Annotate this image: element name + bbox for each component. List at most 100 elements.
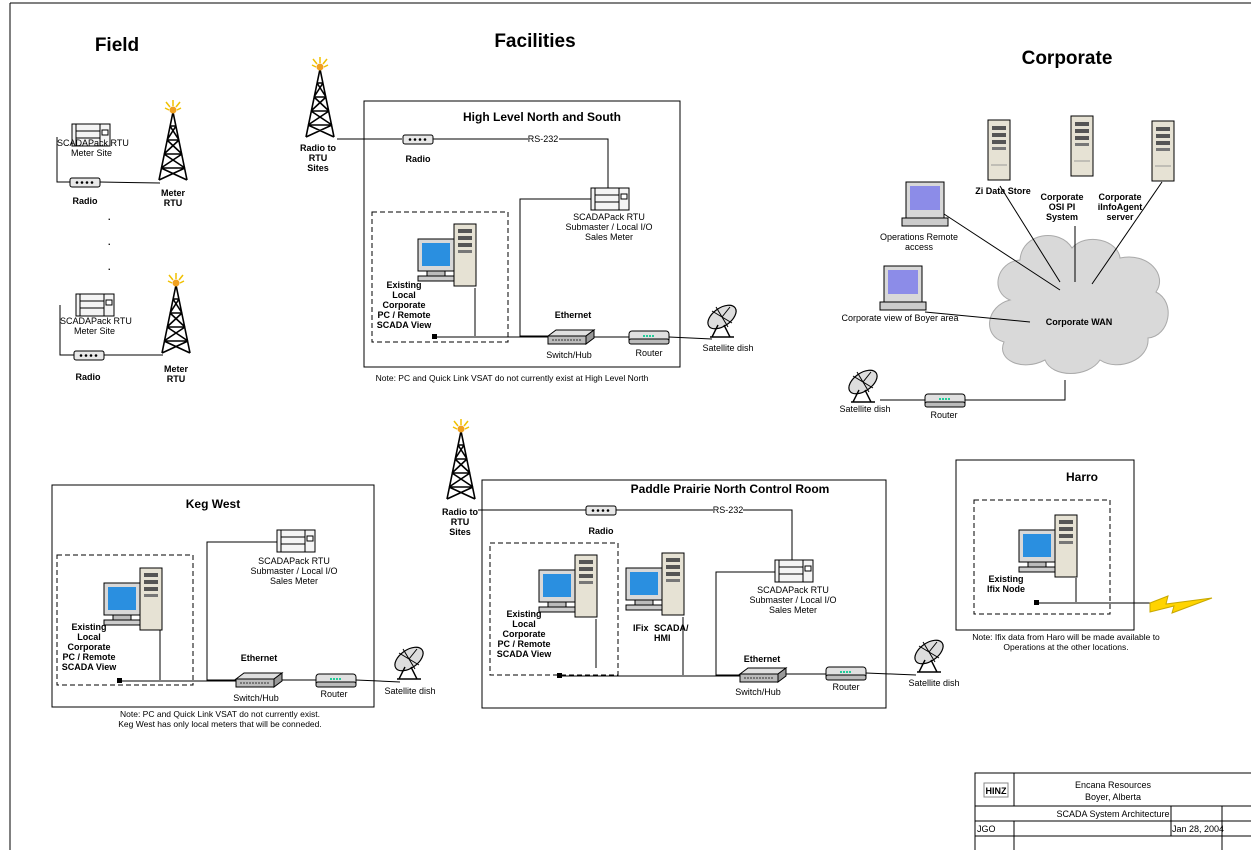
harro-title: Harro — [1066, 470, 1098, 484]
osi-label-3: System — [1046, 212, 1078, 222]
harro-frame — [955, 459, 1135, 631]
hl-note: Note: PC and Quick Link VSAT do not curr… — [376, 373, 649, 383]
field-site-2: SCADAPack RTU Meter Site Radio Meter RTU — [59, 272, 191, 384]
zi-store-label: Zi Data Store — [975, 186, 1031, 196]
field-rtu-1-site: Meter Site — [71, 148, 112, 158]
pp-dish-label: Satellite dish — [908, 678, 959, 688]
section-header-facilities: Facilities — [494, 31, 575, 52]
osi-label-1: Corporate — [1040, 192, 1083, 202]
osi-label-2: OSI PI — [1049, 202, 1076, 212]
kw-pc-label-5: SCADA View — [62, 662, 118, 672]
kw-pc-dashed-box — [56, 554, 194, 686]
field-ellipsis-3: . — [108, 262, 111, 272]
field-rtu-2-label: SCADAPack RTU — [60, 316, 132, 326]
corp-router-icon — [924, 393, 966, 408]
hl-radio-icon — [402, 134, 434, 145]
pp-pc-label-4: PC / Remote — [497, 639, 550, 649]
field-meter-2-label: Meter — [164, 364, 189, 374]
corp-router-wan — [965, 380, 1066, 401]
infoagent-label-2: iInfoAgent — [1098, 202, 1143, 212]
pp-router-label: Router — [832, 682, 859, 692]
field-radio-2-icon — [73, 350, 105, 361]
wan-links — [924, 181, 1163, 323]
corp-dish-label: Satellite dish — [839, 404, 890, 414]
wan-cloud-shape — [989, 235, 1169, 374]
pp-pc-label-3: Corporate — [502, 629, 545, 639]
pp-ifix-label-2: SCADA/ — [654, 623, 689, 633]
kw-rtu-icon — [276, 529, 316, 553]
tb-location: Boyer, Alberta — [1085, 792, 1141, 802]
hl-pc-label-3: Corporate — [382, 300, 425, 310]
field-rtu-1-label: SCADAPack RTU — [57, 138, 129, 148]
kw-pc-label-2: Local — [77, 632, 101, 642]
paddle-frame — [481, 479, 887, 709]
pp-ethernet-label: Ethernet — [744, 654, 781, 664]
hl-switch-label: Switch/Hub — [546, 350, 592, 360]
hl-rs232-line — [433, 138, 609, 190]
boyer-view-label: Corporate view of Boyer area — [841, 313, 958, 323]
hl-switch-icon — [547, 329, 595, 345]
harro-pc-icon — [1018, 514, 1078, 578]
field-meter-1-label: Meter — [161, 188, 186, 198]
hl-radio-to-rtu-2: RTU — [309, 153, 328, 163]
kw-note-1: Note: PC and Quick Link VSAT do not curr… — [120, 709, 320, 719]
high-level-title: High Level North and South — [463, 110, 621, 124]
section-header-field: Field — [95, 35, 139, 56]
kw-pc-label-1: Existing — [71, 622, 106, 632]
harro-port-icon — [1034, 600, 1039, 605]
kw-router-label: Router — [320, 689, 347, 699]
tb-author: JGO — [977, 824, 996, 834]
kw-dish-label: Satellite dish — [384, 686, 435, 696]
kw-router-icon — [315, 673, 357, 688]
hl-radio-to-rtu-3: Sites — [307, 163, 329, 173]
pp-rtu-link — [715, 571, 775, 676]
field-link-1b — [99, 181, 161, 184]
pp-switch-label: Switch/Hub — [735, 687, 781, 697]
field-radio-1-icon — [69, 177, 101, 188]
hl-radio-label: Radio — [405, 154, 431, 164]
pp-tower-icon — [446, 418, 476, 500]
keg-west-box: Keg West SCADAPack RTU Submaster / Local… — [51, 484, 375, 708]
keg-west-title: Keg West — [186, 497, 240, 511]
hl-pc-label-2: Local — [392, 290, 416, 300]
keg-west-frame — [51, 484, 375, 708]
pp-radio-icon — [585, 505, 617, 516]
hl-radio-to-rtu-1: Radio to — [300, 143, 336, 153]
pp-switch-icon — [739, 667, 787, 683]
hl-dish-icon — [703, 299, 741, 338]
kw-dish-icon — [390, 641, 428, 680]
pp-ifix-label-1: IFix — [633, 623, 649, 633]
osi-server-icon — [1070, 115, 1094, 177]
pp-radio-to-rtu-2: RTU — [451, 517, 470, 527]
kw-ethernet-label: Ethernet — [241, 653, 278, 663]
pp-ifix-pc-icon — [625, 552, 685, 616]
pp-dish-icon — [910, 634, 948, 673]
field-link-1a — [56, 137, 70, 183]
harro-note-2: Operations at the other locations. — [1003, 642, 1128, 652]
pp-rtu-label-1: SCADAPack RTU — [757, 585, 829, 595]
ops-remote-crt-icon — [901, 181, 949, 227]
pp-ifix-label-3: HMI — [654, 633, 671, 643]
tb-date: Jan 28, 2004 — [1172, 824, 1224, 834]
infoagent-label-3: server — [1106, 212, 1134, 222]
field-tower-2-icon — [161, 272, 191, 354]
harro-note-1: Note: Ifix data from Haro will be made a… — [972, 632, 1160, 642]
hl-router-icon — [628, 330, 670, 345]
kw-note-2: Keg West has only local meters that will… — [118, 719, 321, 729]
hl-tower-icon — [305, 56, 335, 138]
hl-pc-icon — [417, 223, 477, 287]
field-rtu-2-icon — [75, 293, 115, 317]
paddle-prairie-box: Paddle Prairie North Control Room Radio … — [481, 479, 887, 709]
field-ellipsis-2: . — [108, 237, 111, 247]
paddle-title: Paddle Prairie North Control Room — [631, 482, 830, 496]
pp-rtu-icon — [774, 559, 814, 583]
boyer-view-crt-icon — [879, 265, 927, 311]
corporate-wan-cloud: Corporate WAN — [989, 235, 1169, 374]
corp-dish-icon — [844, 364, 882, 403]
kw-rtu-link — [206, 541, 277, 681]
kw-switch-label: Switch/Hub — [233, 693, 279, 703]
pp-pc-label-2: Local — [512, 619, 536, 629]
tb-company: Encana Resources — [1075, 780, 1152, 790]
high-level-frame — [363, 100, 681, 368]
